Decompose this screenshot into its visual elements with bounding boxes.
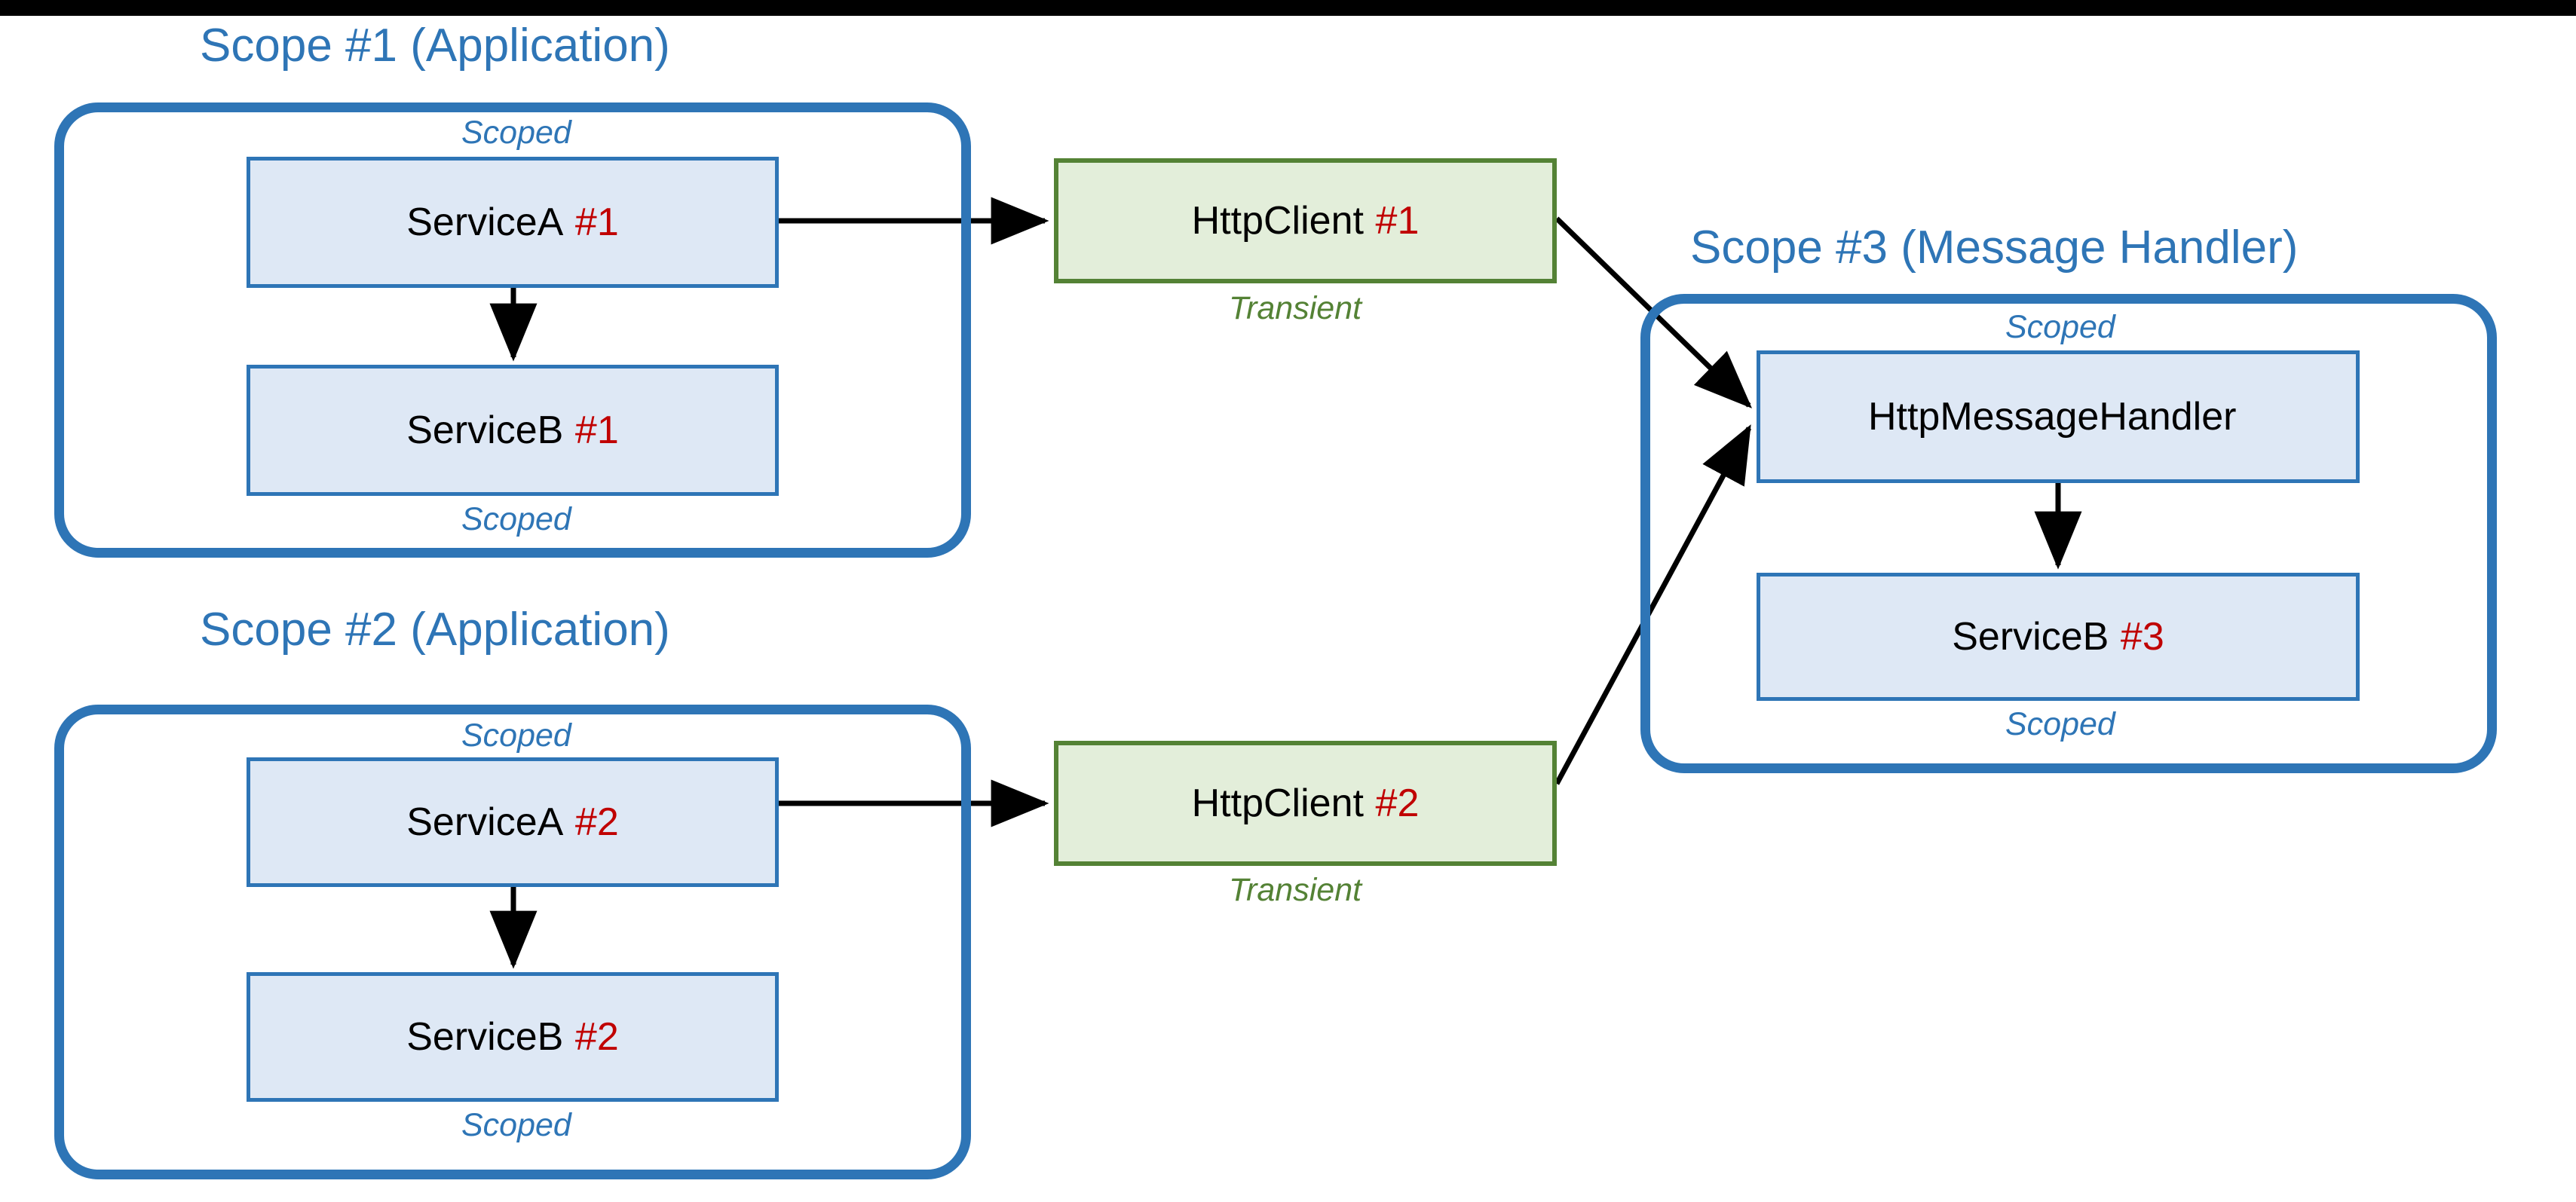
node-httpclient-2-label: HttpClient	[1191, 781, 1364, 825]
node-serviceb-3[interactable]: ServiceB #3	[1757, 573, 2360, 701]
scope-3-title: Scope #3 (Message Handler)	[1690, 222, 2299, 274]
node-servicea-2-index: #2	[574, 800, 619, 844]
scope-3-bottom-caption: Scoped	[2005, 706, 2115, 742]
scope-3-container	[1640, 294, 2497, 773]
scope-2-top-caption: Scoped	[461, 717, 571, 754]
node-serviceb-3-index: #3	[2120, 615, 2164, 659]
node-serviceb-1-index: #1	[574, 408, 619, 452]
node-serviceb-1-label: ServiceB	[406, 408, 564, 452]
httpclient-2-caption: Transient	[1229, 872, 1362, 908]
scope-2-title: Scope #2 (Application)	[200, 604, 670, 656]
node-serviceb-1[interactable]: ServiceB #1	[247, 365, 779, 496]
top-black-bar	[0, 0, 2576, 16]
scope-1-container	[54, 102, 971, 558]
node-serviceb-2-label: ServiceB	[406, 1015, 564, 1059]
httpclient-1-caption: Transient	[1229, 290, 1362, 326]
node-httpclient-1-index: #1	[1375, 199, 1420, 243]
node-servicea-1-label: ServiceA	[406, 200, 564, 244]
node-servicea-1-index: #1	[574, 200, 619, 244]
node-servicea-2[interactable]: ServiceA #2	[247, 757, 779, 887]
node-serviceb-3-label: ServiceB	[1952, 615, 2109, 659]
scope-1-title: Scope #1 (Application)	[200, 20, 670, 72]
scope-3-top-caption: Scoped	[2005, 309, 2115, 345]
node-httpmessagehandler-label: HttpMessageHandler	[1867, 395, 2237, 439]
node-httpclient-1-label: HttpClient	[1191, 199, 1364, 243]
node-httpclient-2[interactable]: HttpClient #2	[1054, 741, 1557, 866]
node-httpclient-1[interactable]: HttpClient #1	[1054, 158, 1557, 283]
scope-2-bottom-caption: Scoped	[461, 1107, 571, 1143]
node-serviceb-2-index: #2	[574, 1015, 619, 1059]
node-servicea-2-label: ServiceA	[406, 800, 564, 844]
scope-2-container	[54, 705, 971, 1179]
node-httpmessagehandler[interactable]: HttpMessageHandler	[1757, 350, 2360, 483]
node-servicea-1[interactable]: ServiceA #1	[247, 157, 779, 288]
scope-1-top-caption: Scoped	[461, 115, 571, 151]
node-serviceb-2[interactable]: ServiceB #2	[247, 972, 779, 1102]
scope-1-bottom-caption: Scoped	[461, 501, 571, 537]
node-httpclient-2-index: #2	[1375, 781, 1420, 825]
